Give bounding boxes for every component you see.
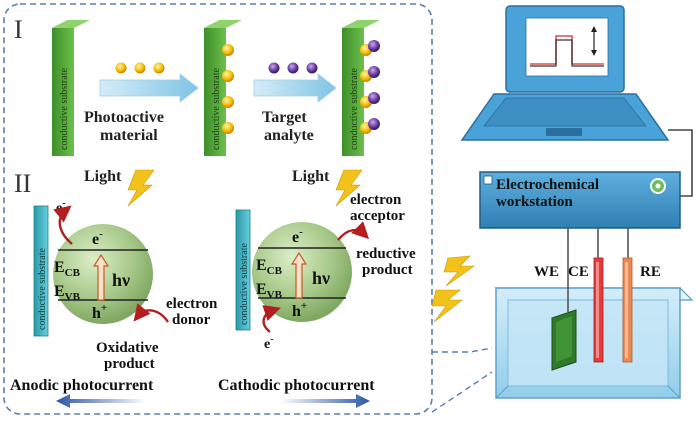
hv-label: hν xyxy=(112,270,130,290)
electrochemical-workstation: Electrochemical workstation xyxy=(479,171,681,229)
reductive-product-line2: product xyxy=(362,262,413,278)
hole-label: h+ xyxy=(292,300,307,320)
photoactive-particle xyxy=(134,62,146,74)
analyte-particle xyxy=(268,62,280,74)
electrochemical-cell xyxy=(494,287,694,399)
photoactive-particle xyxy=(153,62,165,74)
substrate-cyan-left: conductive substrate xyxy=(33,205,49,337)
evb-label: EVB xyxy=(256,281,283,301)
photoactive-particle xyxy=(115,62,127,74)
excitation-arrow-icon xyxy=(290,251,308,299)
electron-acceptor-line2: acceptor xyxy=(350,208,405,224)
electron-label: e- xyxy=(292,226,303,246)
step1-label-line2: material xyxy=(100,127,158,144)
analyte-particle xyxy=(306,62,318,74)
light-bolt-icon xyxy=(431,289,463,323)
oxidative-product-line2: product xyxy=(104,356,155,372)
substrate-label: conductive substrate xyxy=(211,68,222,150)
acceptor-arrow xyxy=(337,221,370,241)
light-label-left: Light xyxy=(84,168,122,185)
anodic-photocurrent-label: Anodic photocurrent xyxy=(10,377,154,394)
cathodic-arrow-icon xyxy=(280,394,370,408)
analyte-particle xyxy=(287,62,299,74)
ce-label: CE xyxy=(568,264,589,280)
substrate-modified: conductive substrate xyxy=(204,20,242,156)
substrate-label: conductive substrate xyxy=(349,68,360,150)
light-bolt-icon xyxy=(335,169,363,207)
cathodic-photocurrent-label: Cathodic photocurrent xyxy=(218,377,375,394)
hole-label: h+ xyxy=(92,302,107,322)
electron-in-label: e- xyxy=(264,334,274,352)
keyboard xyxy=(483,97,647,127)
workstation-label-line2: workstation xyxy=(496,194,573,210)
electron-acceptor-line1: electron xyxy=(350,192,402,208)
panel-connector-line-lower xyxy=(431,371,493,413)
electron-donor-line1: electron xyxy=(166,296,218,312)
light-label-right: Light xyxy=(292,168,330,185)
workstation-label-line1: Electrochemical xyxy=(496,177,599,193)
substrate-cyan-right: conductive substrate xyxy=(235,209,251,331)
trackpad xyxy=(546,128,582,136)
laptop-screen xyxy=(525,17,609,77)
electron-transfer-arrow-right xyxy=(262,305,281,333)
anodic-arrow-icon xyxy=(56,394,146,408)
light-bolt-icon xyxy=(443,255,475,287)
oxidative-product-line1: Oxidative xyxy=(96,340,159,356)
signal-trace xyxy=(530,35,604,65)
hv-label: hν xyxy=(312,268,330,288)
substrate-label: conductive substrate xyxy=(37,248,48,330)
reductive-product-line1: reductive xyxy=(356,246,416,262)
flow-arrow-step2 xyxy=(253,73,337,103)
substrate-bare: conductive substrate xyxy=(52,20,90,156)
laptop xyxy=(460,5,670,141)
step2-label-line2: analyte xyxy=(264,127,314,144)
panel-connector-line xyxy=(432,347,493,353)
step2-label-line1: Target xyxy=(262,109,307,126)
donor-arrow xyxy=(133,303,169,323)
substrate-label: conductive substrate xyxy=(59,68,70,150)
electron-transfer-arrow-left xyxy=(53,205,73,245)
re-label: RE xyxy=(640,264,661,280)
light-bolt-icon xyxy=(127,169,155,207)
panel-two-label: II xyxy=(14,169,31,198)
we-label: WE xyxy=(534,264,559,280)
substrate-bound: conductive substrate xyxy=(342,20,380,156)
electron-label: e- xyxy=(92,228,103,248)
dashed-panel-border xyxy=(3,3,433,415)
electron-donor-line2: donor xyxy=(172,312,211,328)
panel-one-label: I xyxy=(14,15,23,44)
ecb-label: ECB xyxy=(256,257,283,277)
ecb-label: ECB xyxy=(54,259,81,279)
step1-label-line1: Photoactive xyxy=(84,109,164,126)
excitation-arrow-icon xyxy=(92,253,110,301)
flow-arrow-step1 xyxy=(99,73,199,103)
data-cable xyxy=(668,129,693,197)
evb-label: EVB xyxy=(54,283,81,303)
substrate-label: conductive substrate xyxy=(239,243,250,325)
